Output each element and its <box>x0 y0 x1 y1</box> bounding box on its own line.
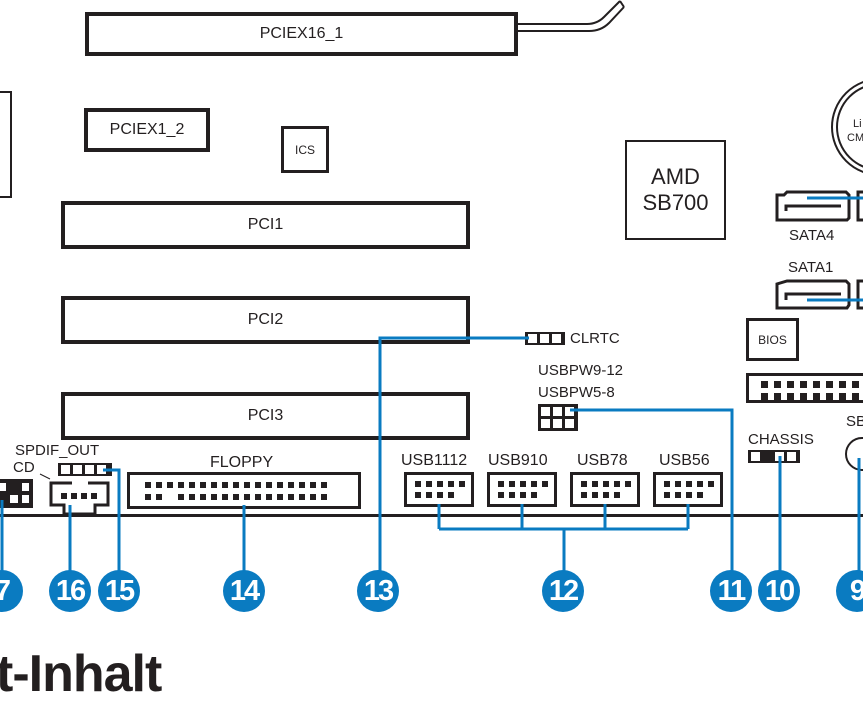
usb56-label: USB56 <box>659 452 710 469</box>
slot-pci3: PCI3 <box>61 392 470 440</box>
chip-bios-label: BIOS <box>758 332 787 347</box>
chassis-label: CHASSIS <box>748 431 814 448</box>
callout-15: 15 <box>98 570 140 612</box>
chip-amd-line2: SB700 <box>642 190 709 215</box>
callout-7-number: 7 <box>0 574 11 607</box>
callout-16-number: 16 <box>55 574 86 607</box>
callout-7: 7 <box>0 570 23 612</box>
callout-13-number: 13 <box>363 574 394 607</box>
battery-label-line1: Li <box>853 118 862 130</box>
slot-pci1-label: PCI1 <box>247 216 284 233</box>
callout-9: 9 <box>836 570 863 612</box>
spdif-out-header <box>58 463 112 476</box>
callout-16: 16 <box>49 570 91 612</box>
usbpw5-8-label: USBPW5-8 <box>538 384 615 401</box>
callout-15-number: 15 <box>104 574 135 607</box>
sata1-label: SATA1 <box>788 259 834 276</box>
usb910-label: USB910 <box>488 452 548 469</box>
sata4-label: SATA4 <box>789 227 835 244</box>
callout-10-number: 10 <box>764 574 795 607</box>
usbpw-jumper <box>538 404 578 431</box>
cd-label: CD <box>13 459 35 476</box>
callout-12: 12 <box>542 570 584 612</box>
callout-10: 10 <box>758 570 800 612</box>
sb-partial-label: SB <box>846 413 863 430</box>
ide-header <box>746 373 863 403</box>
chip-ics: ICS <box>281 126 329 173</box>
usb78-header <box>570 472 640 507</box>
slot-pci1: PCI1 <box>61 201 470 249</box>
slot-pciex16-1: PCIEX16_1 <box>85 12 518 56</box>
slot-pciex1-2-label: PCIEX1_2 <box>109 121 185 138</box>
slot-pciex16-1-label: PCIEX16_1 <box>259 25 344 42</box>
chip-amd-sb700: AMD SB700 <box>625 140 726 240</box>
slot-pci2: PCI2 <box>61 296 470 344</box>
chip-amd-line1: AMD <box>651 163 700 189</box>
clrtc-jumper <box>525 332 565 345</box>
spdif-out-label: SPDIF_OUT <box>15 442 100 459</box>
clrtc-label: CLRTC <box>570 330 620 347</box>
usbpw9-12-label: USBPW9-12 <box>538 362 624 379</box>
slot-pci3-label: PCI3 <box>247 407 284 424</box>
callout-9-number: 9 <box>849 574 863 607</box>
callout-14-number: 14 <box>229 574 260 607</box>
callout-11-number: 11 <box>717 574 747 607</box>
callout-13: 13 <box>357 570 399 612</box>
callout-12-number: 12 <box>548 574 579 607</box>
battery-label-line2: CM <box>847 132 863 144</box>
board-edge <box>0 514 863 517</box>
floppy-label: FLOPPY <box>210 454 274 471</box>
slot-pciex1-2: PCIEX1_2 <box>84 108 210 152</box>
slot-pci2-label: PCI2 <box>247 311 284 328</box>
usb910-header <box>487 472 557 507</box>
section-heading: t-Inhalt <box>0 645 162 703</box>
usb1112-header <box>404 472 474 507</box>
usb1112-label: USB1112 <box>401 452 468 469</box>
chip-bios: BIOS <box>746 318 799 361</box>
usb78-label: USB78 <box>577 452 628 469</box>
callout-14: 14 <box>223 570 265 612</box>
left-component-outline <box>0 91 12 198</box>
chip-ics-label: ICS <box>294 142 315 157</box>
callout-11: 11 <box>710 570 752 612</box>
